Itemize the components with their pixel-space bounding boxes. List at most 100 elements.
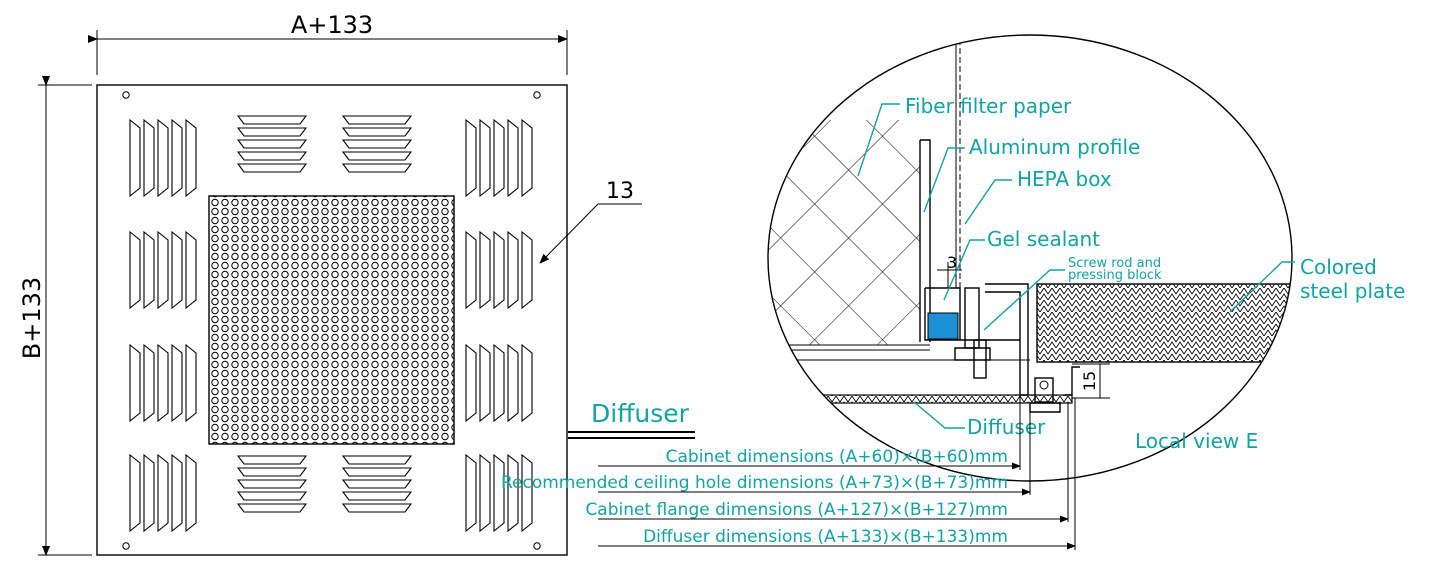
colored-steel-plate-shape [1036,283,1292,363]
vertical-louver-slat [157,230,169,310]
diffuser-plate-section [768,394,1073,404]
note-ceiling-hole: Recommended ceiling hole dimensions (A+7… [501,473,1008,493]
front-view: A+133 B+133 13 Diffuser [18,11,695,556]
corner-hole-br [533,542,541,550]
label-aluminum-profile: Aluminum profile [969,135,1140,159]
label-colored-steel-1: Colored [1300,255,1377,279]
vertical-louver-slat [143,343,155,423]
vertical-louver-slat [171,453,183,533]
note-cabinet: Cabinet dimensions (A+60)×(B+60)mm [666,447,1008,467]
horizontal-louver-slat [236,115,308,125]
label-diffuser: Diffuser [967,415,1046,439]
horizontal-louver-slat [236,127,308,137]
leader-hepa-box [964,179,1012,225]
vertical-louver-slat [521,118,533,198]
vertical-louver-slat [157,118,169,198]
item-13-label: 13 [606,179,634,204]
vertical-louver-slat [185,118,197,198]
vertical-louver-slat [171,343,183,423]
vertical-louver-slat [493,118,505,198]
screw-nut [954,347,991,361]
corner-hole-bl [122,542,130,550]
gel-channel [924,287,1020,341]
detail-view: 3 15 Fiber filter paper Aluminum profile… [767,34,1405,482]
vertical-louver-slat [185,343,197,423]
corner-hole-tr [533,91,541,99]
leader-fiber-filter [857,103,900,177]
vertical-louver-slat [507,343,519,423]
horizontal-louver-slat [236,479,308,489]
local-view-title: Local view E [1135,429,1258,453]
louver-group [129,115,533,533]
horizontal-louver-slat [341,503,413,513]
vertical-louver-slat [479,230,491,310]
vertical-louver-slat [185,453,197,533]
diffuser-edge [1065,366,1080,396]
vertical-louver-slat [143,453,155,533]
horizontal-louver-slat [236,467,308,477]
leader-colored-steel [1229,261,1295,313]
vertical-louver-slat [521,230,533,310]
vertical-louver-slat [521,343,533,423]
vertical-louver-slat [493,343,505,423]
bolt-circle [1039,380,1049,390]
vertical-louver-slat [129,118,141,198]
vertical-louver-slat [143,118,155,198]
corner-hole-tl [122,91,130,99]
vertical-louver-slat [157,453,169,533]
leader-gel-sealant [943,239,985,301]
vertical-louver-slat [129,230,141,310]
note-cabinet-flange: Cabinet flange dimensions (A+127)×(B+127… [585,500,1008,520]
label-screw-rod-2: pressing block [1068,268,1162,283]
horizontal-louver-slat [236,455,308,465]
vertical-louver-slat [465,343,477,423]
horizontal-louver-slat [236,503,308,513]
vertical-louver-slat [465,230,477,310]
horizontal-louver-slat [341,455,413,465]
aluminum-profile-shape [919,139,931,342]
vertical-louver-slat [479,343,491,423]
horizontal-louver-slat [341,479,413,489]
width-dim-label: A+133 [291,11,373,39]
leader-aluminum-profile [923,147,965,213]
vertical-louver-slat [493,453,505,533]
label-colored-steel-2: steel plate [1300,279,1405,303]
vertical-louver-slat [157,343,169,423]
vertical-louver-slat [129,343,141,423]
filter-media [768,120,920,345]
horizontal-louver-slat [236,151,308,161]
vertical-louver-slat [465,453,477,533]
vertical-louver-slat [507,453,519,533]
leader-diffuser [913,401,965,429]
perforated-panel [208,195,455,445]
horizontal-louver-slat [236,163,308,173]
vertical-louver-slat [507,118,519,198]
label-screw-rod-1: Screw rod and [1068,256,1161,271]
vertical-louver-slat [171,118,183,198]
vertical-louver-slat [479,453,491,533]
horizontal-louver-slat [341,151,413,161]
horizontal-louver-slat [236,139,308,149]
horizontal-louver-slat [341,115,413,125]
horizontal-louver-slat [341,163,413,173]
dim-3-label: 3 [947,253,957,272]
vertical-louver-slat [171,230,183,310]
horizontal-louver-slat [341,491,413,501]
screw-rod [973,339,987,379]
bolt-head [1034,377,1054,403]
pressing-block [964,287,980,349]
label-fiber-filter-paper: Fiber filter paper [905,94,1072,118]
item-13-leader [539,203,599,264]
vertical-louver-slat [129,453,141,533]
horizontal-louver-slat [341,139,413,149]
vertical-louver-slat [185,230,197,310]
height-dim-label: B+133 [18,277,46,359]
vertical-louver-slat [493,230,505,310]
vertical-louver-slat [465,118,477,198]
horizontal-louver-slat [341,467,413,477]
leader-screw-rod [983,269,1065,331]
horizontal-louver-slat [341,127,413,137]
vertical-louver-slat [479,118,491,198]
label-hepa-box: HEPA box [1017,167,1112,191]
